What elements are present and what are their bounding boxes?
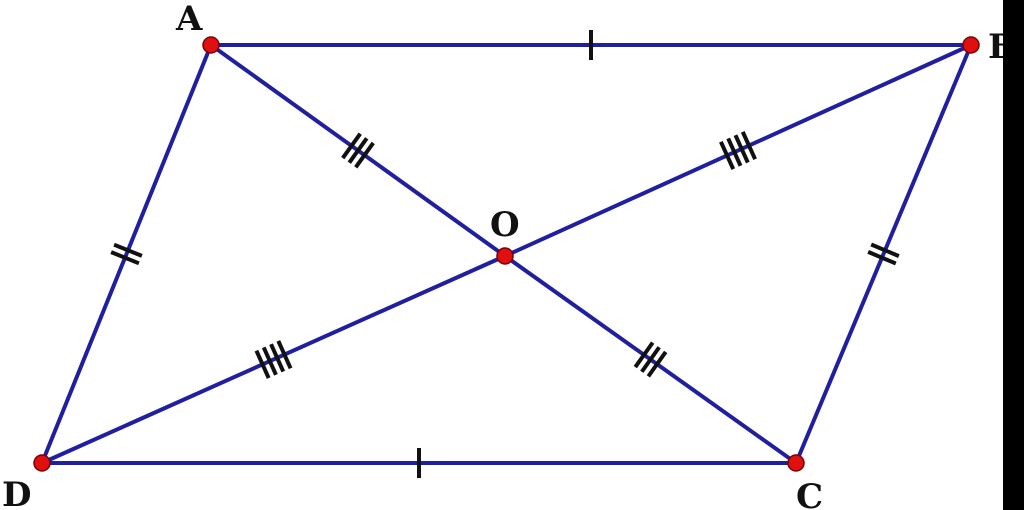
point-B	[962, 36, 980, 54]
tick-mark	[633, 341, 655, 369]
segment-DO	[40, 254, 507, 465]
tick-mark	[646, 350, 668, 378]
tick-mark	[740, 131, 757, 161]
segments-layer	[40, 30, 973, 478]
tick-marks-AO	[341, 132, 375, 169]
tick-mark	[113, 242, 143, 258]
tick-mark	[276, 340, 293, 370]
tick-mark	[347, 137, 369, 164]
point-O	[496, 247, 514, 265]
tick-mark	[870, 242, 900, 258]
tick-mark	[354, 141, 375, 169]
tick-marks-DO	[254, 340, 293, 379]
points-layer	[33, 36, 980, 472]
label-C: C	[796, 477, 823, 510]
right-edge-bar	[1003, 0, 1024, 510]
point-D	[33, 454, 51, 472]
segment-OB	[503, 43, 973, 258]
tick-mark	[261, 346, 278, 376]
tick-marks-OB	[719, 131, 757, 170]
tick-mark	[733, 134, 750, 164]
tick-mark	[254, 349, 271, 379]
label-O: O	[490, 205, 520, 245]
segment-AD	[40, 43, 213, 465]
point-A	[202, 36, 220, 54]
tick-mark	[640, 346, 661, 373]
tick-marks-OC	[633, 341, 668, 378]
segment-BC	[794, 43, 973, 465]
label-A: A	[175, 0, 203, 39]
tick-marks-AD	[110, 242, 143, 266]
tick-mark	[341, 132, 362, 160]
label-D: D	[2, 475, 31, 510]
tick-mark	[269, 343, 286, 373]
tick-mark	[726, 137, 743, 167]
tick-marks-BC	[867, 242, 900, 266]
tick-mark	[719, 140, 736, 170]
tick-mark	[867, 250, 897, 266]
point-C	[787, 454, 805, 472]
tick-mark	[110, 250, 140, 266]
